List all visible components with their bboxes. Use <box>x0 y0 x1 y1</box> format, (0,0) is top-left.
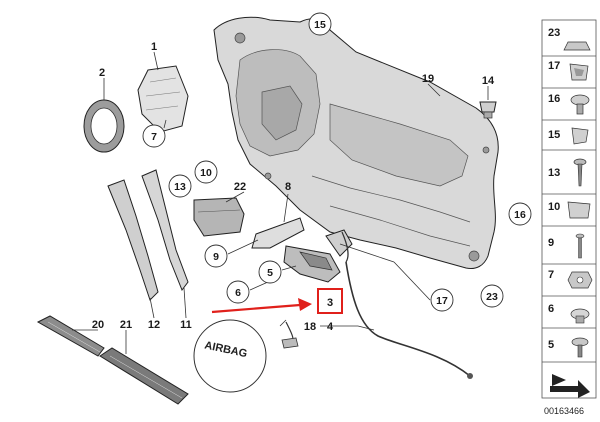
label-12: 12 <box>148 319 160 331</box>
label-14: 14 <box>482 75 495 87</box>
side-label-13: 13 <box>548 167 560 179</box>
side-label-6: 6 <box>548 303 554 315</box>
callout-16: 16 <box>508 202 532 226</box>
callout-5-label: 5 <box>267 267 273 279</box>
side-row-15: 15 <box>542 127 596 151</box>
side-row-17: 17 <box>542 60 596 89</box>
label-21: 21 <box>120 319 132 331</box>
callout-15-label: 15 <box>314 19 326 31</box>
label-19: 19 <box>422 73 434 85</box>
callout-6-label: 6 <box>235 287 241 299</box>
door-panel <box>213 16 499 269</box>
label-20: 20 <box>92 319 104 331</box>
label-1: 1 <box>151 41 157 53</box>
side-label-15: 15 <box>548 129 560 141</box>
callout-17-label: 17 <box>436 295 448 307</box>
side-label-23: 23 <box>548 27 560 39</box>
leader-lines <box>72 51 489 354</box>
sill-trim-20 <box>36 315 105 357</box>
orientation-arrow <box>550 374 590 398</box>
side-row-13: 13 <box>542 158 596 195</box>
callout-10-label: 10 <box>200 167 212 179</box>
side-label-17: 17 <box>548 60 560 72</box>
label-4: 4 <box>327 321 334 333</box>
trim-strip-11 <box>141 169 189 292</box>
callout-7-label: 7 <box>151 131 157 143</box>
callout-9-label: 9 <box>213 251 219 263</box>
part-number: 00163466 <box>544 406 584 416</box>
side-row-5: 5 <box>542 337 596 363</box>
airbag-detail: AIRBAG <box>193 319 267 393</box>
side-row-23: 23 <box>542 27 596 57</box>
label-8: 8 <box>285 181 291 193</box>
bracket <box>251 217 305 249</box>
side-label-10: 10 <box>548 201 560 213</box>
control-unit <box>193 197 245 237</box>
callout-17: 17 <box>430 288 454 312</box>
label-3: 3 <box>327 297 333 309</box>
speaker-ring <box>83 99 125 153</box>
callout-23: 23 <box>480 284 504 308</box>
callout-16-label: 16 <box>514 209 526 221</box>
highlight-box <box>317 288 343 314</box>
side-label-7: 7 <box>548 269 554 281</box>
callout-7: 7 <box>142 124 166 148</box>
callout-13-label: 13 <box>174 181 186 193</box>
side-label-9: 9 <box>548 237 554 249</box>
label-22: 22 <box>234 181 246 193</box>
side-row-9: 9 <box>542 233 596 265</box>
callout-6: 6 <box>226 280 250 304</box>
highlight-arrow <box>211 298 312 314</box>
sill-trim-21 <box>99 347 189 405</box>
callout-5: 5 <box>258 260 282 284</box>
side-label-5: 5 <box>548 339 554 351</box>
side-label-16: 16 <box>548 93 560 105</box>
label-11: 11 <box>180 319 192 331</box>
wire-harness <box>281 321 299 349</box>
label-2: 2 <box>99 67 105 79</box>
clip-14 <box>479 101 497 119</box>
callout-10: 10 <box>194 160 218 184</box>
callout-15: 15 <box>308 12 332 36</box>
callout-23-label: 23 <box>486 291 498 303</box>
speaker-cover <box>137 65 189 133</box>
callout-9: 9 <box>204 244 228 268</box>
trim-strip-12 <box>107 179 159 301</box>
bowden-cable <box>341 231 473 379</box>
label-18: 18 <box>304 321 316 333</box>
side-row-6: 6 <box>542 303 596 329</box>
side-row-10: 10 <box>542 201 596 227</box>
door-handle-assembly <box>283 229 353 283</box>
callout-13: 13 <box>168 174 192 198</box>
side-row-7: 7 <box>542 269 596 297</box>
side-row-16: 16 <box>542 93 596 121</box>
side-parts-panel: 23 17 16 15 13 <box>541 19 597 399</box>
